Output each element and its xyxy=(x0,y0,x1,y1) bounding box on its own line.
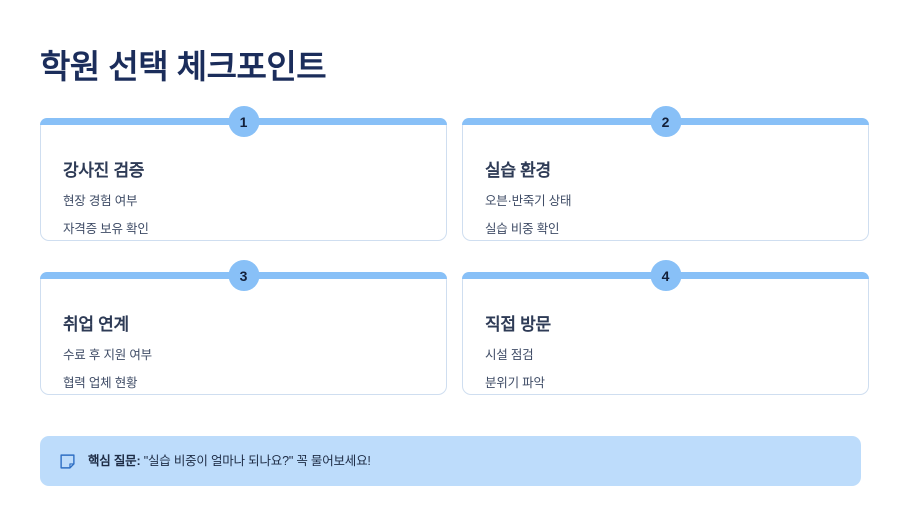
checkpoint-card[interactable]: 3 취업 연계 수료 후 지원 여부 협력 업체 현황 xyxy=(40,260,447,395)
card-item-list: 현장 경험 여부 자격증 보유 확인 xyxy=(63,194,424,237)
card-step-badge: 3 xyxy=(228,260,259,291)
card-step-badge: 4 xyxy=(650,260,681,291)
card-title: 직접 방문 xyxy=(485,315,551,334)
card-item: 실습 비중 확인 xyxy=(485,222,560,237)
card-item: 현장 경험 여부 xyxy=(63,194,138,209)
card-body: 실습 환경 오븐·반죽기 상태 실습 비중 확인 xyxy=(463,161,868,237)
page-title: 학원 선택 체크포인트 xyxy=(40,48,327,86)
callout-question: "실습 비중이 얼마나 되나요?" 꼭 물어보세요! xyxy=(140,453,371,468)
card-item-list: 시설 점검 분위기 파악 xyxy=(485,348,846,391)
checkpoint-card[interactable]: 1 강사진 검증 현장 경험 여부 자격증 보유 확인 xyxy=(40,106,447,241)
card-item-list: 오븐·반죽기 상태 실습 비중 확인 xyxy=(485,194,846,237)
key-question-callout: 핵심 질문: "실습 비중이 얼마나 되나요?" 꼭 물어보세요! xyxy=(40,436,861,486)
card-item: 협력 업체 현황 xyxy=(63,376,138,391)
note-icon xyxy=(60,453,75,469)
card-item-list: 수료 후 지원 여부 협력 업체 현황 xyxy=(63,348,424,391)
card-item: 분위기 파악 xyxy=(485,376,545,391)
checkpoint-card[interactable]: 2 실습 환경 오븐·반죽기 상태 실습 비중 확인 xyxy=(462,106,869,241)
card-step-badge: 2 xyxy=(650,106,681,137)
card-item: 자격증 보유 확인 xyxy=(63,222,149,237)
card-body: 직접 방문 시설 점검 분위기 파악 xyxy=(463,315,868,391)
card-item: 시설 점검 xyxy=(485,348,534,363)
callout-lead: 핵심 질문: xyxy=(88,453,141,468)
card-title: 실습 환경 xyxy=(485,161,551,180)
checkpoint-card-grid: 1 강사진 검증 현장 경험 여부 자격증 보유 확인 2 실습 환경 오븐·반… xyxy=(40,106,869,395)
card-body: 취업 연계 수료 후 지원 여부 협력 업체 현황 xyxy=(41,315,446,391)
card-title: 취업 연계 xyxy=(63,315,129,334)
card-body: 강사진 검증 현장 경험 여부 자격증 보유 확인 xyxy=(41,161,446,237)
card-item: 오븐·반죽기 상태 xyxy=(485,194,572,209)
checkpoint-card[interactable]: 4 직접 방문 시설 점검 분위기 파악 xyxy=(462,260,869,395)
card-step-badge: 1 xyxy=(228,106,259,137)
callout-text: 핵심 질문: "실습 비중이 얼마나 되나요?" 꼭 물어보세요! xyxy=(88,453,371,469)
card-title: 강사진 검증 xyxy=(63,161,145,180)
card-item: 수료 후 지원 여부 xyxy=(63,348,152,363)
